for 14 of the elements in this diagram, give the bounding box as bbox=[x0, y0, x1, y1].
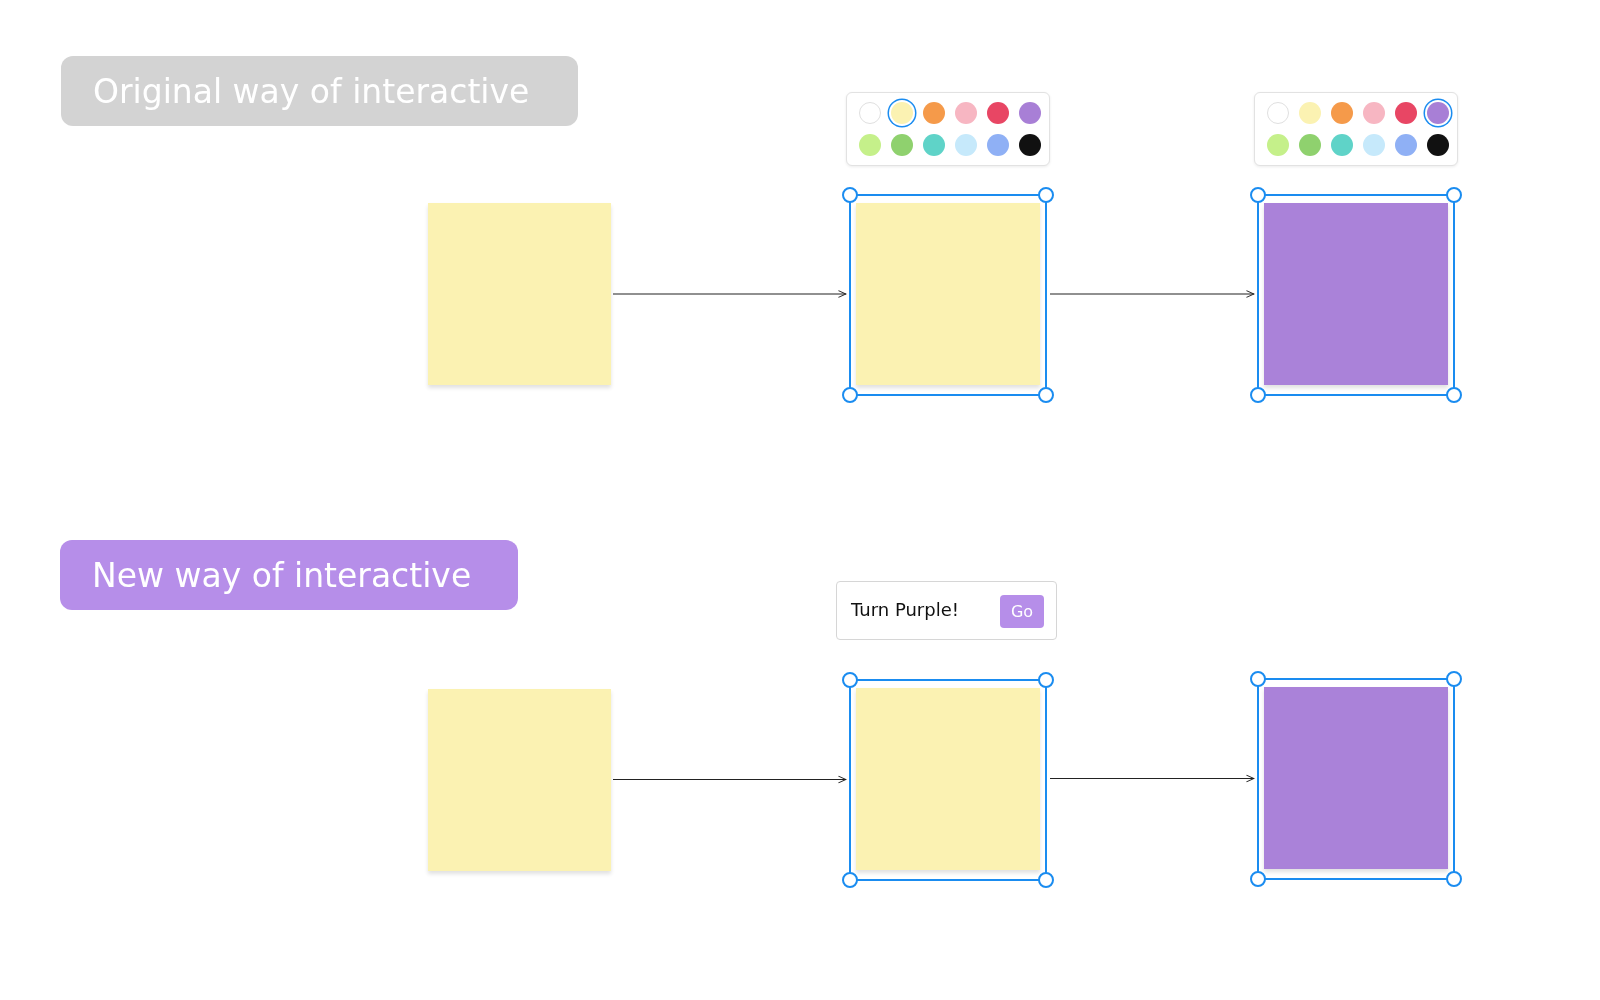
arrow bbox=[612, 775, 847, 784]
go-button: Go bbox=[1000, 595, 1044, 628]
input-text: Turn Purple! bbox=[851, 599, 959, 620]
arrow bbox=[1049, 774, 1255, 783]
sticky-note bbox=[428, 203, 611, 385]
arrow bbox=[1049, 290, 1255, 298]
sticky-note bbox=[1264, 687, 1448, 869]
section-heading: New way of interactive bbox=[60, 540, 518, 610]
sticky-note bbox=[856, 203, 1040, 385]
sticky-note bbox=[428, 689, 611, 871]
arrow bbox=[612, 290, 847, 298]
sticky-note bbox=[856, 688, 1040, 870]
sticky-note bbox=[1264, 203, 1448, 385]
command-input-field bbox=[836, 581, 1057, 640]
